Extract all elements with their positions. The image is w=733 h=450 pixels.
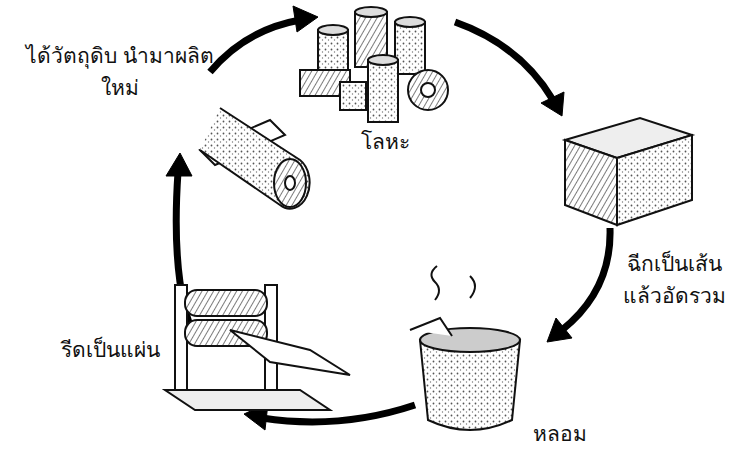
pot-body	[420, 340, 520, 430]
rolling-press	[165, 285, 350, 410]
material-roll	[200, 108, 310, 209]
roll-body	[200, 108, 310, 209]
can-top	[368, 55, 398, 65]
steam	[431, 266, 439, 300]
stage-label: โลหะ	[345, 126, 425, 158]
stage-label: หลอม	[515, 418, 605, 450]
block-front	[617, 135, 692, 225]
stage-label: ฉีกเป็นเส้น แล้วอัดรวม	[615, 248, 733, 312]
arrow-head	[547, 318, 572, 342]
stage-label: ได้วัตถุดิบ นำมาผลิตใหม่	[25, 40, 215, 104]
metal-sheet	[230, 330, 350, 375]
block-side	[565, 140, 617, 225]
arrow-head	[293, 6, 318, 32]
melting-pot	[410, 266, 520, 430]
can	[340, 82, 366, 110]
cycle-arrows	[166, 6, 610, 430]
can	[395, 22, 425, 74]
tongs	[410, 318, 452, 336]
can-end	[408, 70, 448, 110]
arrow-shaft	[210, 20, 300, 72]
roll-core	[285, 176, 295, 190]
stage-label: รีดเป็นแผ่น	[40, 334, 180, 366]
can	[368, 60, 398, 122]
arrow-shaft	[455, 22, 553, 100]
arrow-head	[166, 153, 192, 176]
compressed-block	[565, 118, 692, 225]
arrow-head	[541, 92, 564, 116]
steam	[470, 276, 475, 298]
can-end	[421, 83, 435, 97]
metal-cans	[300, 7, 448, 122]
press-base	[165, 390, 330, 410]
can-top	[318, 25, 348, 35]
roll-end	[274, 159, 306, 207]
can-top	[355, 7, 387, 17]
can-top	[395, 17, 425, 27]
roller	[185, 290, 267, 316]
arrow-shaft	[562, 228, 610, 330]
